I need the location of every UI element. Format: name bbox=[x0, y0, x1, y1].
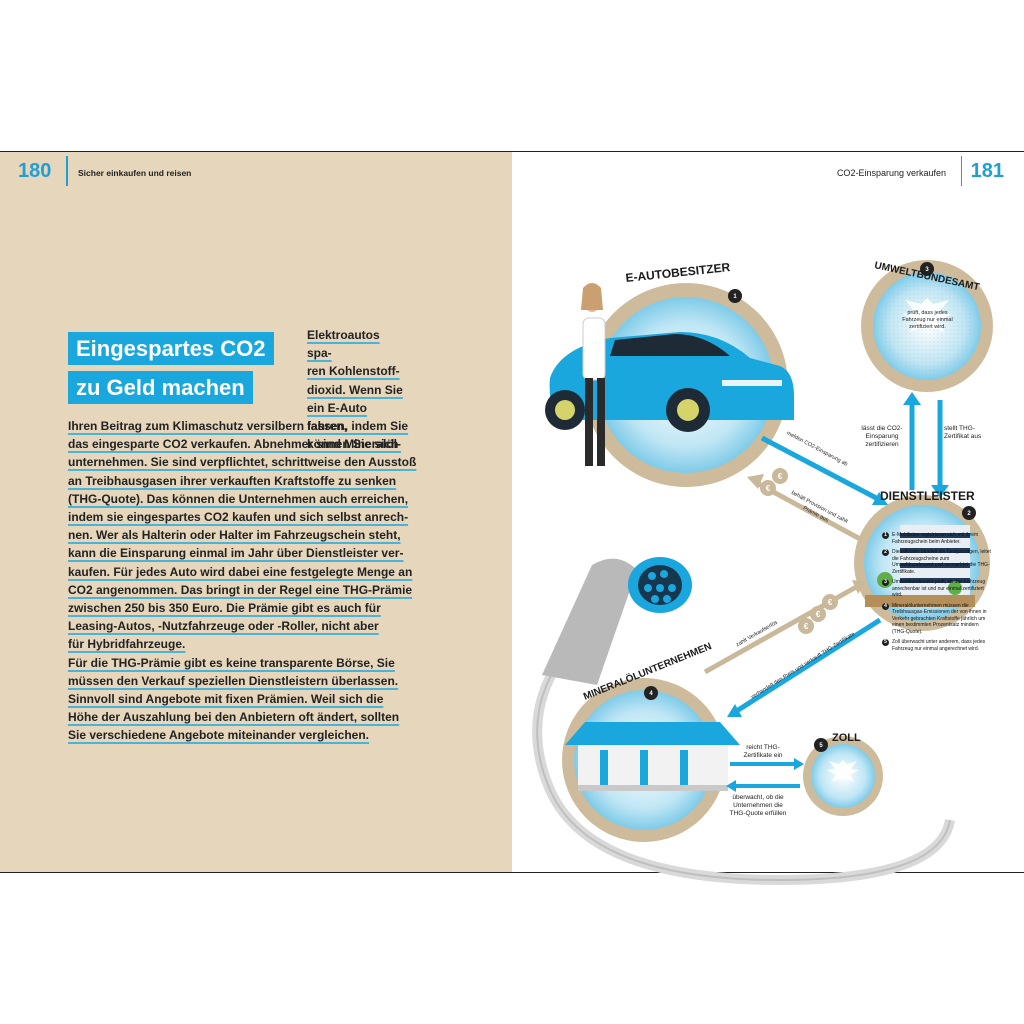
uba-inner-text: prüft, dass jedes Fahrzeug nur einmal ze… bbox=[902, 310, 953, 330]
title-dienstleister: DIENSTLEISTER bbox=[880, 489, 975, 503]
arrowhead-icon bbox=[794, 758, 804, 770]
running-head-right: CO2-Einsparung verkaufen bbox=[836, 168, 946, 178]
intro-line: können Sie sich bbox=[307, 437, 399, 452]
euro-coins: € € € € € bbox=[760, 468, 838, 634]
legend-number-badge: 2 bbox=[882, 549, 889, 556]
intro-line: ren Kohlenstoff- bbox=[307, 364, 400, 379]
legend-text: Umweltbundesamt prüft, ob das Fahrzeug a… bbox=[892, 579, 986, 598]
body-line: CO2 angenommen. Das bringt in der Regel … bbox=[68, 582, 413, 597]
arrow-label-4: stellt THG-Zertifikat aus bbox=[944, 425, 982, 440]
arrowhead-icon bbox=[726, 780, 736, 792]
woman-figure bbox=[581, 283, 606, 466]
svg-text:€: € bbox=[766, 484, 771, 493]
body-line: kaufen. Für jedes Auto wird dabei eine f… bbox=[68, 564, 413, 579]
node-mineraloel bbox=[562, 678, 740, 842]
legend-text: Dienstleister bündelt die Einsparungen, … bbox=[892, 549, 991, 575]
headline-line-2: zu Geld machen bbox=[68, 371, 253, 404]
body-line: für Hybridfahrzeuge. bbox=[68, 637, 186, 652]
body-line: das eingesparte CO2 verkaufen. Abnehmer … bbox=[68, 437, 401, 452]
body-text: Ihren Beitrag zum Klimaschutz versilbern… bbox=[68, 417, 418, 745]
eagle-icon bbox=[903, 298, 951, 344]
eagle-icon bbox=[827, 760, 859, 790]
intro-text: Elektroautos spa- ren Kohlenstoff- dioxi… bbox=[307, 326, 407, 453]
arrow-label-8: überwacht, ob die Unternehmen die THG-Qu… bbox=[729, 794, 787, 817]
svg-text:€: € bbox=[804, 622, 809, 631]
arrow-label-7: reicht THG-Zertifikate ein bbox=[743, 744, 783, 759]
arrowhead-icon bbox=[747, 474, 764, 489]
page-number-left: 180 bbox=[18, 160, 52, 182]
arrowhead-icon bbox=[852, 580, 866, 594]
body-line: Höhe der Auszahlung bei den Anbietern of… bbox=[68, 710, 400, 725]
title-e-autobesitzer: E-AUTOBESITZER bbox=[625, 260, 731, 285]
arrowhead-icon bbox=[931, 485, 949, 498]
badge-3-text: 3 bbox=[925, 267, 929, 273]
badge-5-text: 5 bbox=[819, 743, 823, 749]
intro-line: dioxid. Wenn Sie bbox=[307, 382, 403, 397]
page-number-right: 181 bbox=[970, 160, 1004, 182]
badge-4 bbox=[644, 686, 658, 700]
svg-text:€: € bbox=[778, 472, 783, 481]
badge-2-text: 2 bbox=[967, 511, 971, 517]
article-headline: Eingespartes CO2 zu Geld machen bbox=[68, 332, 274, 410]
header-divider-right bbox=[960, 156, 962, 186]
badge-1 bbox=[728, 289, 742, 303]
badge-5 bbox=[814, 738, 828, 752]
title-zoll: ZOLL bbox=[832, 732, 861, 744]
node-dienstleister bbox=[854, 495, 990, 631]
arrowhead-icon bbox=[727, 704, 742, 717]
body-line: Ihren Beitrag zum Klimaschutz versilbern… bbox=[68, 419, 409, 433]
legend-text: Zoll überwacht unter anderem, dass jedes… bbox=[892, 639, 986, 652]
left-page: 180 Sicher einkaufen und reisen Eingespa… bbox=[0, 152, 512, 872]
body-line: müssen den Verkauf speziellen Dienstleis… bbox=[68, 673, 399, 688]
office-building-icon bbox=[865, 525, 975, 607]
charging-plug-illustration bbox=[532, 557, 955, 886]
body-line: an Treibhausgasen ihrer verkauften Kraft… bbox=[68, 473, 397, 488]
svg-text:€: € bbox=[816, 610, 821, 619]
body-line: (THG-Quote). Das können die Unternehmen … bbox=[68, 491, 409, 506]
svg-text:€: € bbox=[828, 598, 833, 607]
flow-arrows bbox=[703, 392, 949, 792]
node-zoll bbox=[803, 736, 883, 816]
arrow-label-3: lässt die CO2-Einsparung zertifizieren bbox=[861, 425, 903, 448]
body-line: kann die Einsparung einmal im Jahr über … bbox=[68, 546, 404, 561]
body-line: Leasing-Autos, -Nutzfahrzeuge oder -Roll… bbox=[68, 619, 379, 634]
body-line: zwischen 250 bis 350 Euro. Die Prämie gi… bbox=[68, 601, 381, 616]
gas-station-icon bbox=[565, 722, 740, 791]
node-umweltbundesamt bbox=[861, 260, 993, 392]
legend-number-badge: 5 bbox=[882, 639, 889, 646]
badge-4-text: 4 bbox=[649, 691, 653, 697]
arrowhead-icon bbox=[903, 392, 921, 405]
headline-line-1: Eingespartes CO2 bbox=[68, 332, 274, 365]
intro-line: ein E-Auto fahren, bbox=[307, 400, 367, 434]
legend-text: Mineralölunternehmen müssen die Treibhau… bbox=[892, 602, 987, 635]
body-line: Sinnvoll sind Angebote mit fixen Prämien… bbox=[68, 692, 384, 707]
body-line: indem sie eingespartes CO2 kaufen und si… bbox=[68, 510, 409, 525]
body-line: nen. Wer als Halterin oder Halter im Fah… bbox=[68, 528, 401, 543]
badge-3 bbox=[920, 262, 934, 276]
legend-number-badge: 3 bbox=[882, 579, 889, 586]
body-line: unternehmen. Sie sind verpflichtet, schr… bbox=[68, 455, 417, 470]
header-divider-left bbox=[66, 156, 68, 186]
arrowhead-icon bbox=[872, 492, 888, 505]
body-line: Für die THG-Prämie gibt es keine transpa… bbox=[68, 655, 395, 670]
badge-1-text: 1 bbox=[733, 294, 737, 300]
badge-2 bbox=[962, 506, 976, 520]
legend-text: E-Mobilisten registrieren sich mit ihrem… bbox=[892, 532, 979, 545]
intro-line: Elektroautos spa- bbox=[307, 328, 380, 361]
running-head-left: Sicher einkaufen und reisen bbox=[78, 168, 192, 178]
legend-number-badge: 4 bbox=[882, 602, 889, 610]
legend-number-badge: 1 bbox=[882, 532, 889, 539]
body-line: Sie verschiedene Angebote miteinander ve… bbox=[68, 728, 369, 743]
electric-car-illustration bbox=[545, 332, 794, 432]
